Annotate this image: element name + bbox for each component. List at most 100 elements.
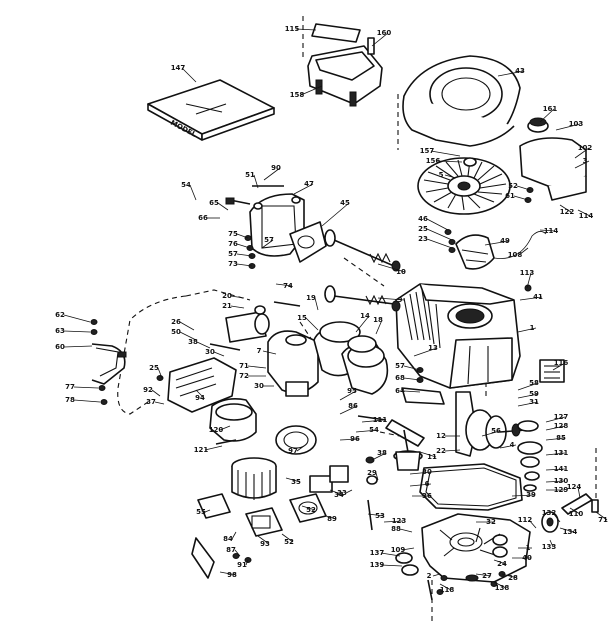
leader-line (325, 515, 337, 520)
part-number-callout: 54 (181, 181, 191, 189)
part-number-callout: 78 (65, 396, 75, 404)
leader-line (528, 519, 537, 529)
leader-line (219, 571, 237, 576)
flywheel (417, 157, 511, 215)
part-number-callout: 114 (579, 212, 594, 220)
leader-line (63, 330, 91, 333)
leader-line (439, 583, 452, 591)
part-number-callout: 50 (171, 328, 181, 336)
part-number-callout: 9 (398, 296, 403, 304)
leader-line (314, 297, 319, 311)
part-number-callout: 23 (418, 235, 428, 243)
part-number-callout: 34 (334, 491, 344, 499)
part-number-callout: 52 (306, 506, 316, 514)
leader-line (361, 419, 385, 423)
part-number-callout: 91 (237, 561, 247, 569)
part-number-callout: 37 (146, 398, 156, 406)
leader-line (545, 416, 566, 423)
leader-line (555, 123, 581, 131)
leader-line (293, 183, 314, 195)
part-number-callout: 47 (304, 180, 314, 188)
leader-line (559, 527, 575, 533)
leader-line (539, 229, 556, 232)
part-number-callout: 147 (171, 64, 186, 72)
part-number-callout: 103 (569, 120, 584, 128)
part-number-callout: 75 (228, 230, 238, 238)
shaft-seal-parts (517, 420, 599, 533)
leader-line (493, 581, 507, 589)
part-number-callout: 115 (285, 25, 300, 33)
leader-line (526, 272, 532, 289)
part-number-callout: 4 (510, 441, 515, 449)
leader-line (403, 390, 421, 393)
air-filter-element (231, 425, 317, 500)
part-number-callout: 134 (563, 528, 578, 536)
part-number-callout: 19 (306, 294, 316, 302)
leader-line (399, 528, 413, 533)
part-number-callout: 57 (228, 250, 238, 258)
leader-line (383, 520, 404, 523)
part-number-callout: 3 (583, 157, 588, 165)
part-number-callout: 30 (254, 382, 264, 390)
part-number-callout: 56 (491, 427, 501, 435)
fuel-tank-cover (307, 23, 383, 107)
leader-line (281, 533, 294, 543)
leader-line (339, 390, 357, 401)
part-number-callout: 33 (337, 489, 347, 497)
leader-line (380, 552, 401, 557)
leader-line (519, 296, 543, 301)
part-number-callout: 130 (554, 477, 569, 485)
part-number-callout: 57 (395, 362, 405, 370)
leader-line (321, 202, 350, 227)
leader-line (217, 202, 229, 211)
crankcase-sump (395, 513, 531, 583)
part-number-callout: 123 (392, 517, 407, 525)
leader-line (371, 452, 387, 461)
part-number-callout: 112 (518, 516, 533, 524)
part-number-callout: 68 (395, 374, 405, 382)
leader-line (444, 174, 457, 179)
part-number-callout: 73 (228, 260, 238, 268)
piston-and-rings (313, 321, 389, 395)
part-number-callout: 31 (529, 398, 539, 406)
part-number-callout: 65 (209, 199, 219, 207)
leader-line (196, 341, 211, 349)
leader-line (367, 513, 385, 517)
leader-line (231, 531, 237, 540)
part-number-callout: 27 (482, 572, 492, 580)
part-number-callout: 25 (418, 225, 428, 233)
part-number-callout: 29 (367, 469, 377, 477)
leader-line (375, 319, 383, 335)
leader-line (436, 160, 463, 163)
leader-line (253, 174, 259, 189)
leader-line (236, 233, 249, 239)
part-number-callout: 72 (239, 372, 249, 380)
part-number-callout: 12 (436, 432, 446, 440)
part-number-callout: 102 (578, 144, 593, 152)
leader-line (518, 247, 529, 256)
part-number-callout: 131 (554, 449, 569, 457)
part-number-callout: 30 (205, 348, 215, 356)
part-number-callout: 97 (288, 447, 298, 455)
part-number-callout: 57 (264, 236, 274, 244)
leader-line (305, 317, 319, 331)
leader-line (426, 228, 453, 241)
cylinder-block (395, 283, 521, 389)
part-number-callout: 118 (440, 586, 455, 594)
part-number-callout: 26 (171, 318, 181, 326)
leader-line (73, 399, 101, 403)
part-number-callout: 1 (530, 324, 535, 332)
leader-line (154, 401, 165, 405)
leader-line (577, 486, 581, 499)
leader-line (409, 483, 432, 487)
part-number-callout: 90 (271, 164, 281, 172)
leader-line (245, 559, 249, 566)
part-number-callout: 160 (377, 29, 392, 37)
part-number-callout: 86 (348, 402, 358, 410)
part-number-callout: 53 (375, 512, 385, 520)
part-number-callout: 39 (526, 491, 536, 499)
leader-line (73, 386, 99, 389)
leader-line (204, 445, 223, 451)
part-number-callout: 84 (223, 535, 233, 543)
